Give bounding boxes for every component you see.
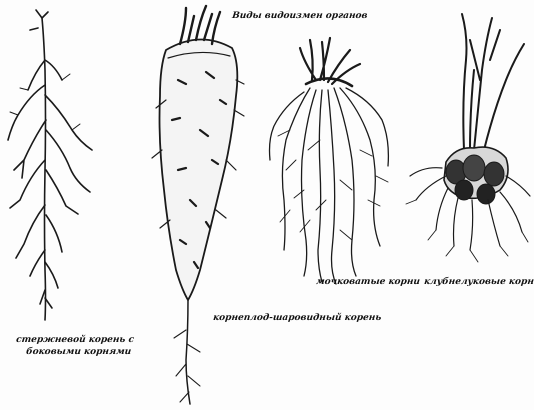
tap-root-caption-line1: стержневой корень с: [15, 335, 134, 346]
top-caption: Виды видоизмен органов: [231, 11, 367, 22]
fibrous-root-drawing: [270, 38, 389, 284]
tap-root-caption-line2: боковыми корнями: [25, 347, 131, 358]
storage-root-drawing: [152, 6, 244, 404]
tuberous-root-caption: клубнелуковые корни: [423, 277, 534, 288]
storage-root-caption: корнеплод-шаровидный корень: [212, 313, 381, 324]
tuberous-root-drawing: [406, 14, 530, 262]
tap-root-drawing: [8, 10, 92, 320]
fibrous-root-caption: мочковатые корни: [315, 277, 420, 288]
